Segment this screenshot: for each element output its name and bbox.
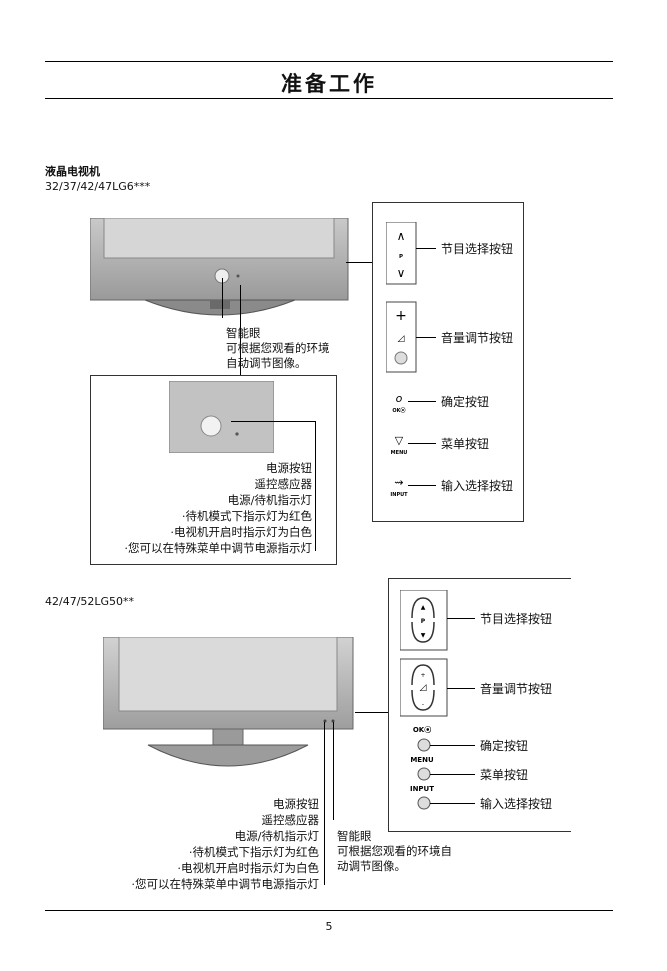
title-rule: [45, 98, 613, 99]
smart-eye-leader-1b: [240, 285, 241, 377]
smart-eye-text-1: 智能眼 可根据您观看的环境 自动调节图像。: [226, 326, 330, 371]
page-number: 5: [325, 920, 333, 933]
leader-menu-1: [408, 443, 436, 444]
label-ok-2: 确定按钮: [480, 739, 529, 753]
power-note-1-4: ·电视机开启时指示灯为白色: [170, 525, 312, 539]
smart-eye-leader-1: [222, 278, 223, 318]
svg-text:INPUT: INPUT: [390, 492, 408, 498]
power-note-2-2: 电源/待机指示灯: [234, 829, 319, 843]
svg-text:OK⦿: OK⦿: [413, 725, 431, 734]
power-notes-1: 电源按钮 遥控感应器 电源/待机指示灯 ·待机模式下指示灯为红色 ·电视机开启时…: [124, 460, 312, 556]
smart-eye-title-1: 智能眼: [226, 326, 261, 340]
power-note-1-0: 电源按钮: [266, 461, 312, 475]
svg-text:MENU: MENU: [410, 756, 434, 764]
power-closeup-1: [169, 381, 274, 453]
power-note-2-1: 遥控感应器: [261, 813, 320, 827]
label-input-1: 输入选择按钮: [441, 479, 514, 493]
svg-text:-: -: [422, 701, 424, 708]
svg-text:∨: ∨: [397, 266, 406, 280]
leader-menu-2: [430, 774, 475, 775]
label-menu-1: 菜单按钮: [441, 437, 490, 451]
svg-text:▼: ▼: [421, 632, 426, 639]
leader-volume-1: [416, 337, 436, 338]
svg-text:⇝: ⇝: [394, 476, 403, 489]
side-buttons-strip-1: ∧ P ∨ + ◿ o OK⦿ ▽ MENU ⇝ INPUT: [386, 222, 417, 498]
power-note-2-4: ·电视机开启时指示灯为白色: [177, 861, 319, 875]
page-title: 准备工作: [281, 72, 377, 96]
leader-program-2: [447, 618, 475, 619]
power-leader-v-1: [315, 421, 316, 551]
leader-input-1: [408, 485, 436, 486]
power-note-2-5: ·您可以在特殊菜单中调节电源指示灯: [131, 877, 319, 891]
leader-input-2: [430, 803, 475, 804]
label-program-1: 节目选择按钮: [441, 242, 514, 256]
side-buttons-strip-2: ▲ P ▼ + ◿ - OK⦿ MENU INPUT: [400, 590, 448, 810]
smart-eye-leader-2: [333, 722, 334, 820]
label-program-2: 节目选择按钮: [480, 612, 553, 626]
leader-ok-2: [430, 745, 475, 746]
tv2-side-leader: [355, 712, 388, 713]
svg-text:OK⦿: OK⦿: [392, 407, 405, 414]
svg-text:+: +: [420, 672, 425, 679]
leader-volume-2: [447, 688, 475, 689]
label-menu-2: 菜单按钮: [480, 768, 529, 782]
svg-text:INPUT: INPUT: [410, 785, 434, 793]
tv-front-illustration-1: [90, 218, 349, 316]
p-tag-1: P: [399, 254, 403, 260]
svg-text:MENU: MENU: [391, 450, 408, 456]
section1-heading: 液晶电视机: [45, 165, 100, 178]
power-leader-v-2: [324, 722, 325, 885]
smart-eye-desc-1a: 可根据您观看的环境: [226, 341, 330, 355]
svg-text:o: o: [396, 392, 403, 405]
smart-eye-text-2: 智能眼 可根据您观看的环境自 动调节图像。: [337, 829, 452, 874]
tv1-side-leader: [346, 262, 373, 263]
leader-program-1: [416, 248, 436, 249]
power-note-1-5: ·您可以在特殊菜单中调节电源指示灯: [124, 541, 312, 555]
leader-ok-1: [408, 401, 436, 402]
svg-text:+: +: [395, 308, 407, 324]
svg-text:▽: ▽: [395, 434, 404, 447]
power-note-2-0: 电源按钮: [273, 797, 319, 811]
power-note-2-3: ·待机模式下指示灯为红色: [188, 845, 319, 859]
power-note-1-3: ·待机模式下指示灯为红色: [181, 509, 312, 523]
svg-text:◿: ◿: [398, 334, 405, 344]
label-volume-1: 音量调节按钮: [441, 331, 514, 345]
power-detail-box-1: 电源按钮 遥控感应器 电源/待机指示灯 ·待机模式下指示灯为红色 ·电视机开启时…: [90, 375, 337, 565]
svg-text:P: P: [421, 618, 426, 625]
power-note-1-1: 遥控感应器: [254, 477, 313, 491]
label-input-2: 输入选择按钮: [480, 797, 553, 811]
smart-eye-desc-2b: 动调节图像。: [337, 859, 406, 873]
svg-text:▲: ▲: [421, 604, 426, 611]
footer-rule: [45, 910, 613, 911]
power-leader-h-1: [231, 421, 315, 422]
top-rule: [45, 61, 613, 62]
smart-eye-desc-2a: 可根据您观看的环境自: [337, 844, 452, 858]
section2-model: 42/47/52LG50**: [45, 595, 135, 608]
smart-eye-title-2: 智能眼: [337, 829, 372, 843]
power-note-1-2: 电源/待机指示灯: [227, 493, 312, 507]
power-notes-2: 电源按钮 遥控感应器 电源/待机指示灯 ·待机模式下指示灯为红色 ·电视机开启时…: [131, 796, 319, 892]
label-volume-2: 音量调节按钮: [480, 682, 553, 696]
section1-model: 32/37/42/47LG6***: [45, 180, 151, 193]
tv-front-illustration-2: [103, 637, 354, 767]
smart-eye-desc-1b: 自动调节图像。: [226, 356, 307, 370]
svg-text:◿: ◿: [420, 683, 427, 693]
label-ok-1: 确定按钮: [441, 395, 490, 409]
svg-text:∧: ∧: [397, 229, 406, 243]
